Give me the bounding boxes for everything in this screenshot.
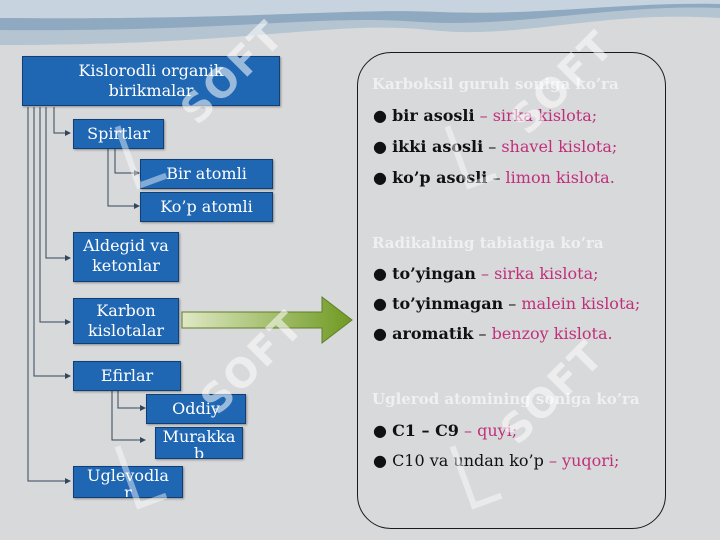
item-example: sirka kislota; [494, 264, 599, 283]
item-term: to’yingan [392, 264, 476, 283]
karbon-line-1: Karbon [96, 301, 156, 320]
item-term: to’yinmagan [392, 294, 504, 313]
root-line-1: Kislorodli organik [78, 61, 224, 80]
list-item: ● bir asosli – sirka kislota; [373, 106, 597, 125]
bir-atomli-box: Bir atomli [140, 159, 273, 189]
item-example: quyi; [477, 421, 518, 440]
item-sep: – [474, 106, 493, 125]
item-example: yuqori; [562, 451, 620, 470]
kop-atomli-label: Ko’p atomli [160, 197, 253, 216]
aldegid-line-1: Aldegid va [83, 236, 169, 255]
connector-uglevodlar [27, 107, 71, 484]
item-sep: – [487, 168, 506, 187]
uglevodlar-line-2: r [124, 483, 132, 498]
bullet-icon: ● [373, 264, 387, 283]
spirtlar-box: Spirtlar [73, 119, 164, 149]
aldegid-box: Aldegid va ketonlar [73, 232, 179, 282]
karbon-box: Karbon kislotalar [73, 298, 179, 344]
connector-karbon [39, 107, 71, 325]
item-example: limon kislota. [505, 168, 615, 187]
karbon-line-2: kislotalar [87, 321, 165, 340]
connector-spirtlar [53, 107, 71, 136]
classification-panel [357, 52, 666, 529]
uglevodlar-line-1: Uglevodla [87, 466, 169, 485]
root-box: Kislorodli organik birikmalar [22, 56, 280, 106]
bullet-icon: ● [373, 137, 387, 156]
item-term: C10 va undan ko’p [392, 451, 544, 470]
spirtlar-label: Spirtlar [87, 124, 150, 143]
murakkab-line-1: Murakka [162, 427, 236, 446]
item-example: malein kislota; [521, 294, 641, 313]
section-heading-2: Radikalning tabiatiga ko’ra [372, 234, 604, 252]
connector-oddiy [117, 389, 146, 411]
item-sep: – [475, 264, 495, 283]
aldegid-line-2: ketonlar [92, 256, 160, 275]
item-example: sirka kislota; [492, 106, 598, 125]
bullet-icon: ● [373, 451, 387, 470]
murakkab-line-2: b [193, 444, 205, 459]
list-item: ● ikki asosli – shavel kislota; [373, 137, 617, 156]
bullet-icon: ● [373, 168, 387, 187]
oddiy-box: Oddiy [146, 394, 246, 424]
kop-atomli-box: Ko’p atomli [140, 192, 273, 222]
item-sep: – [473, 324, 492, 343]
item-term: ko’p asosli [392, 168, 488, 187]
oddiy-label: Oddiy [172, 399, 220, 418]
section-heading-3: Uglerod atomining soniga ko’ra [372, 390, 640, 408]
list-item: ● C10 va undan ko’p – yuqori; [373, 451, 619, 470]
item-term: C1 – C9 [392, 421, 459, 440]
connector-aldegid [45, 107, 71, 261]
efirlar-label: Efirlar [100, 366, 154, 385]
bullet-icon: ● [373, 106, 387, 125]
header-wave [0, 0, 720, 45]
uglevodlar-box: Uglevodla r [73, 466, 183, 498]
bullet-icon: ● [373, 294, 387, 313]
item-sep: – [543, 451, 563, 470]
watermark-text: SOFT [192, 302, 314, 424]
section-heading-1: Karboksil guruh soniga ko’ra [372, 75, 619, 93]
connector-efirlar [33, 107, 71, 379]
connector-murakkab [111, 389, 146, 443]
murakkab-box: Murakka b [155, 427, 243, 459]
item-term: bir asosli [392, 106, 475, 125]
list-item: ● to’yinmagan – malein kislota; [373, 294, 640, 313]
item-term: ikki asosli [392, 137, 484, 156]
item-sep: – [483, 137, 502, 156]
bullet-icon: ● [373, 421, 387, 440]
root-line-2: birikmalar [108, 81, 194, 100]
bullet-icon: ● [373, 324, 387, 343]
item-term: aromatik [392, 324, 474, 343]
bir-atomli-label: Bir atomli [166, 164, 247, 183]
list-item: ● aromatik – benzoy kislota. [373, 324, 613, 343]
list-item: ● to’yingan – sirka kislota; [373, 264, 599, 283]
list-item: ● ko’p asosli – limon kislota. [373, 168, 615, 187]
efirlar-box: Efirlar [73, 361, 181, 391]
item-example: shavel kislota; [501, 137, 618, 156]
item-example: benzoy kislota. [491, 324, 613, 343]
item-sep: – [458, 421, 478, 440]
item-sep: – [503, 294, 522, 313]
list-item: ● C1 – C9 – quyi; [373, 421, 517, 440]
